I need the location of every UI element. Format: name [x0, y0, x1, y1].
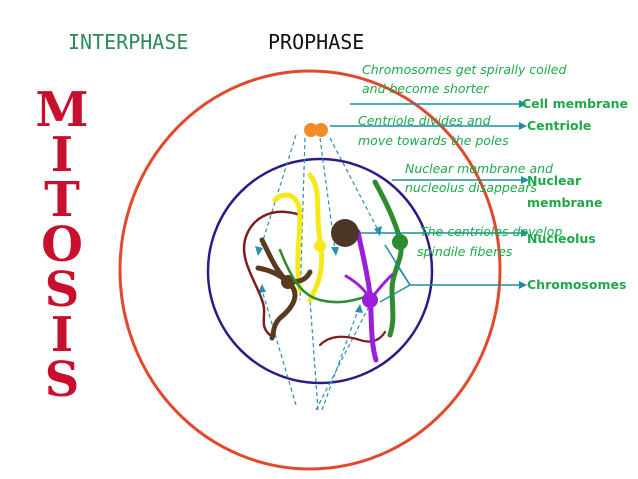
- cell-membrane: [118, 69, 502, 471]
- pointer-chromosomes-b: [394, 261, 411, 286]
- note-line: spindile fiberes: [417, 244, 513, 259]
- nucleolus: [331, 219, 359, 247]
- side-title-letter: O: [41, 217, 83, 273]
- label-nuclear-membrane-1: Nuclear: [527, 173, 582, 188]
- arrowhead: [258, 284, 266, 293]
- pointer-arrowheads: [519, 100, 529, 289]
- label-chromosomes: Chromosomes: [527, 277, 626, 292]
- interphase-heading: INTERPHASE: [68, 30, 188, 54]
- spindle-fibre: [299, 137, 306, 301]
- label-centriole: Centriole: [527, 118, 591, 133]
- pointer-chromosomes-c: [379, 284, 411, 303]
- centriole: [304, 123, 318, 137]
- arrowhead: [521, 229, 529, 237]
- note-line: Nuclear membrane and: [405, 161, 553, 176]
- side-title-letter: T: [44, 172, 80, 228]
- arrowhead: [374, 226, 382, 236]
- chromosome-green: [372, 179, 404, 338]
- note-line: Chromosomes get spirally coiled: [362, 62, 566, 77]
- chromosome-brown-centromere: [281, 275, 295, 289]
- side-title-letter: S: [45, 352, 80, 408]
- arrowhead: [521, 176, 529, 184]
- prophase-heading: PROPHASE: [268, 30, 364, 54]
- chromosome-purple-centromere: [362, 292, 378, 308]
- note-line: The centrioles develop: [420, 224, 562, 239]
- chromosome-maroon: [242, 210, 302, 337]
- arrowhead: [519, 281, 527, 289]
- arrowhead: [519, 122, 527, 130]
- chromosome-green-2: [278, 248, 370, 304]
- structure-labels: Cell membrane Centriole Nuclear membrane…: [522, 96, 628, 292]
- label-nuclear-membrane-2: membrane: [527, 195, 602, 210]
- arrowhead: [255, 246, 263, 256]
- label-cell-membrane: Cell membrane: [522, 96, 628, 111]
- nuclear-membrane: [206, 157, 434, 385]
- chromosome-green-centromere: [392, 234, 408, 250]
- side-title-letter: I: [51, 127, 73, 183]
- centriole-pair: [304, 123, 328, 137]
- arrowhead: [355, 304, 363, 313]
- spindle-fibre: [329, 137, 379, 231]
- side-title-letter: S: [45, 262, 80, 318]
- note-line: nucleolus disappears: [405, 180, 537, 195]
- chromosomes: [242, 172, 408, 363]
- chromosome-yellow-2: [307, 172, 325, 303]
- spindle-fibre: [315, 284, 381, 411]
- chromosome-yellow: [272, 192, 303, 293]
- arrowhead: [331, 247, 339, 256]
- chromosome-maroon-2: [318, 330, 387, 347]
- note-line: move towards the poles: [358, 133, 509, 148]
- centriole: [314, 123, 328, 137]
- pointer-lines: [330, 103, 522, 303]
- process-notes: Chromosomes get spirally coiled and beco…: [358, 62, 566, 259]
- note-line: Centriole divides and: [358, 113, 491, 128]
- spindle-fibre: [321, 309, 359, 411]
- side-title-letter: I: [51, 307, 73, 363]
- arrowhead: [519, 100, 527, 108]
- chromosome-brown: [259, 237, 298, 341]
- spindle-fibre: [261, 289, 297, 406]
- label-nucleolus: Nucleolus: [527, 231, 596, 246]
- chromosome-yellow-centromere: [314, 240, 326, 252]
- spindle-fibre: [309, 299, 319, 411]
- note-line: and become shorter: [362, 81, 489, 96]
- side-title-letter: M: [35, 82, 88, 138]
- spindle-fibre: [259, 134, 297, 251]
